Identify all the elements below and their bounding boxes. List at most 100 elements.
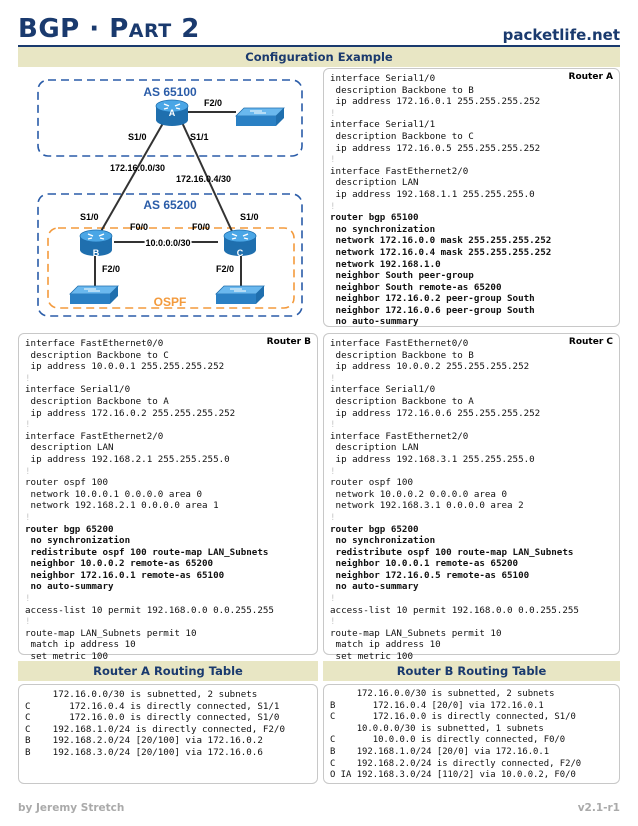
switch-a-icon [235,107,285,126]
config-line: network 172.16.0.4 mask 255.255.255.252 [330,246,552,258]
config-separator: ! [330,154,336,166]
config-line: ip address 172.16.0.2 255.255.255.252 [25,407,236,419]
route-entry: 10.0.0.0/30 is subnetted, 1 subnets [330,723,544,734]
router-b-label-tag: Router B [266,337,311,347]
config-line: network 192.168.3.1 0.0.0.0 area 2 [330,500,524,512]
a-s10-label: S1/0 [128,132,147,142]
config-separator: ! [25,616,31,628]
route-entry: C 172.16.0.0 is directly connected, S1/0 [330,712,576,723]
config-separator: ! [330,372,336,384]
config-line: interface FastEthernet0/0 [25,338,164,349]
config-line: neighbor 10.0.0.2 remote-as 65200 [25,558,214,570]
router-c-icon [223,229,257,256]
config-line: set metric 100 [330,651,413,663]
router-b-icon [79,229,113,256]
switch-c-icon [215,285,265,304]
config-line: neighbor 172.16.0.6 peer-group South [330,304,535,316]
config-line: description Backbone to B [330,349,474,361]
config-line: access-list 10 permit 192.168.0.0 0.0.25… [25,604,274,616]
link-a-c [179,117,237,241]
config-line: description LAN [25,442,114,454]
config-line: match ip address 10 [330,639,441,651]
route-entry: C 192.168.2.0/24 is directly connected, … [330,758,582,769]
config-line: no auto-summary [330,316,419,328]
site-name: packetlife.net [502,26,620,44]
ospf-boundary [47,227,295,309]
route-entry: C 172.16.0.0 is directly connected, S1/0 [25,712,280,724]
config-line: ip address 192.168.1.1 255.255.255.0 [330,188,535,200]
b-f20-label: F2/0 [102,264,120,274]
config-line: network 192.168.1.0 [330,258,441,270]
config-line: description Backbone to A [25,395,169,407]
config-line: neighbor 172.16.0.5 remote-as 65100 [330,569,530,581]
config-line: match ip address 10 [25,639,136,651]
config-line: description Backbone to C [25,349,169,361]
route-entry: B 192.168.3.0/24 [20/100] via 172.16.0.6 [25,746,263,758]
config-line: ip address 172.16.0.6 255.255.255.252 [330,407,541,419]
config-line: neighbor 172.16.0.2 peer-group South [330,293,535,305]
title-main: BGP · P [18,14,129,44]
router-b-config: interface FastEthernet0/0 description Ba… [25,338,313,663]
router-a-config-panel: Router A interface Serial1/0 description… [323,68,620,327]
config-line: description Backbone to C [330,130,474,142]
route-entry: B 192.168.1.0/24 [20/0] via 172.16.0.1 [330,746,550,757]
as65200-label: AS 65200 [143,198,197,212]
section-config-example: Configuration Example [18,47,620,67]
config-line: ip address 172.16.0.5 255.255.255.252 [330,142,541,154]
config-line: neighbor South peer-group [330,270,474,282]
route-entry: B 192.168.2.0/24 [20/100] via 172.16.0.2 [25,735,263,747]
config-line: no auto-summary [330,581,419,593]
config-line: neighbor South remote-as 65200 [330,281,502,293]
config-line: network 10.0.0.1 0.0.0.0 area 0 [25,488,203,500]
config-line: router bgp 65200 [25,523,114,535]
config-line: neighbor 10.0.0.1 remote-as 65200 [330,558,519,570]
router-a-label-tag: Router A [568,72,613,82]
router-c-label: C [237,248,244,258]
net3-label: 10.0.0.0/30 [145,238,190,248]
config-separator: ! [25,465,31,477]
config-line: ip address 192.168.2.1 255.255.255.0 [25,453,230,465]
config-line: no auto-summary [25,581,114,593]
c-s10-label: S1/0 [240,212,259,222]
as65100-boundary [37,79,303,157]
config-line: access-list 10 permit 192.168.0.0 0.0.25… [330,604,579,616]
router-b-config-panel: Router B interface FastEthernet0/0 descr… [18,333,318,662]
config-line: no synchronization [330,223,436,235]
config-line: router ospf 100 [25,477,108,489]
switch-b-icon [69,285,119,304]
router-a-icon [155,99,189,126]
as65200-boundary [37,193,303,317]
net1-label: 172.16.0.0/30 [110,163,165,173]
config-line: route-map LAN_Subnets permit 10 [25,627,197,639]
b-s10-label: S1/0 [80,212,99,222]
config-line: network 10.0.0.2 0.0.0.0 area 0 [330,488,508,500]
ospf-label: OSPF [154,295,187,309]
config-line: router bgp 65100 [330,212,419,224]
network-diagram: AS 65100 A F2/0 S1/0 S1/1 172.16.0.0/30 … [18,68,316,326]
c-f20-label: F2/0 [216,264,234,274]
config-line: no synchronization [330,535,436,547]
route-entry: C 192.168.1.0/24 is directly connected, … [25,723,285,735]
c-f00-label: F0/0 [192,222,210,232]
config-line: description Backbone to A [330,395,474,407]
topology-svg: AS 65100 A F2/0 S1/0 S1/1 172.16.0.0/30 … [37,79,303,317]
title-number: 2 [171,14,200,44]
route-entry: C 10.0.0.0 is directly connected, F0/0 [330,735,566,746]
config-separator: ! [330,511,336,523]
page-title: BGP · PART 2 [18,14,200,44]
config-line: interface FastEthernet0/0 [330,338,469,349]
title-smallcaps: ART [128,20,172,42]
config-line: ip address 10.0.0.1 255.255.255.252 [25,361,225,373]
router-c-config-panel: Router C interface FastEthernet0/0 descr… [323,333,620,662]
config-line: route-map LAN_Subnets permit 10 [330,627,502,639]
config-line: interface Serial1/1 [330,119,436,131]
config-line: interface FastEthernet2/0 [25,430,164,442]
config-line: ip address 10.0.0.2 255.255.255.252 [330,361,530,373]
section-router-b-routing-table: Router B Routing Table [323,661,620,681]
footer-version: v2.1-r1 [577,802,620,814]
config-line: ip address 192.168.3.1 255.255.255.0 [330,453,535,465]
config-separator: ! [25,419,31,431]
